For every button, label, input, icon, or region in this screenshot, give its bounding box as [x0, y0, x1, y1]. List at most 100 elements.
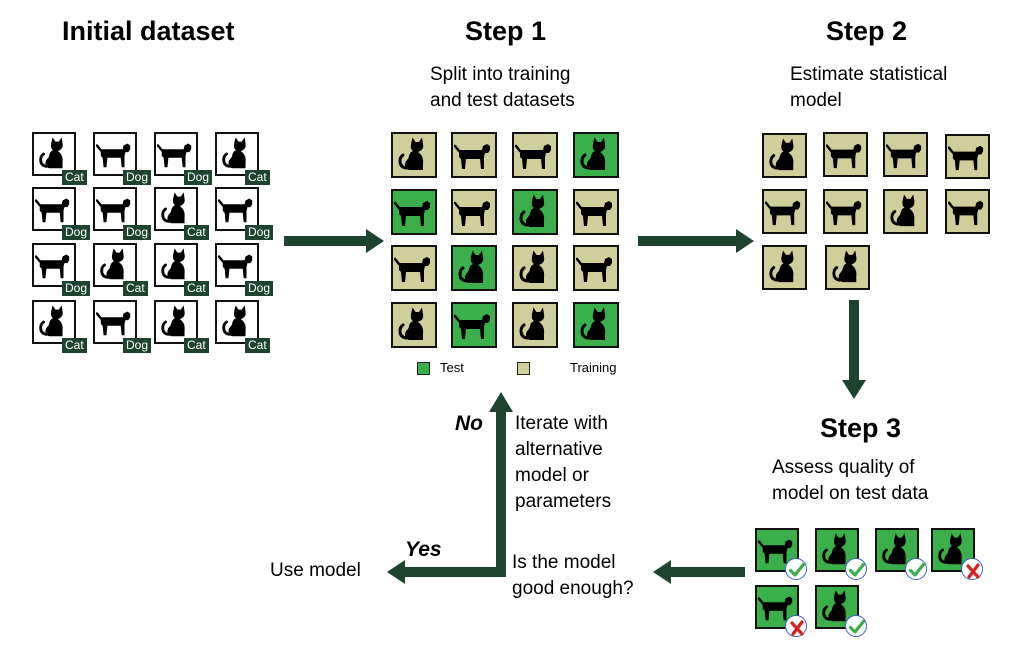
dog-icon [454, 144, 490, 169]
dog-icon [218, 198, 253, 223]
training-item [512, 245, 558, 291]
cat-icon [519, 250, 545, 283]
dataset-item [93, 300, 137, 344]
dataset-item-label: Cat [62, 170, 87, 185]
test-item [391, 189, 437, 235]
test-result-item [815, 528, 859, 572]
dataset-item-label: Cat [123, 281, 148, 296]
dog-icon [886, 143, 922, 169]
cross-icon [966, 563, 980, 579]
training-item [451, 132, 497, 178]
cat-icon [458, 250, 484, 283]
cat-icon [39, 305, 63, 337]
arrow-to-step2-head [736, 229, 754, 253]
test-result-item [931, 528, 975, 572]
training-item [573, 189, 619, 235]
step1-description: Split into training and test datasets [430, 62, 575, 114]
check-icon [848, 562, 866, 577]
dog-icon [35, 198, 70, 223]
dog-icon [394, 201, 430, 226]
dataset-item [154, 300, 198, 344]
yes-label: Yes [405, 538, 442, 561]
cat-icon [222, 305, 246, 337]
dog-icon [394, 257, 430, 282]
incorrect-badge [785, 615, 807, 637]
cat-icon [832, 250, 857, 283]
legend-test-label: Test [440, 360, 464, 375]
dataset-item-label: Dog [62, 225, 91, 240]
training-item [391, 132, 437, 178]
training-item [762, 245, 807, 290]
dataset-item-label: Dog [62, 281, 91, 296]
training-item [573, 245, 619, 291]
dataset-item-label: Cat [245, 170, 270, 185]
test-result-item [755, 528, 799, 572]
dog-icon [826, 143, 862, 169]
dog-icon [576, 257, 612, 282]
dataset-item [215, 300, 259, 344]
dataset-item [215, 132, 259, 176]
dog-icon [765, 200, 801, 226]
correct-badge [785, 558, 807, 580]
cat-icon [580, 137, 606, 170]
arrow-no-iterate [496, 410, 506, 577]
dataset-item [32, 132, 76, 176]
cat-icon [822, 590, 846, 622]
no-label: No [455, 412, 483, 435]
training-item [945, 189, 990, 234]
cat-icon [769, 250, 794, 283]
legend-training-swatch [517, 362, 530, 375]
cat-icon [222, 137, 246, 169]
dataset-item [215, 187, 259, 231]
iterate-text: Iterate with alternative model or parame… [515, 411, 611, 515]
cat-icon [769, 138, 794, 171]
dataset-item-label: Cat [184, 225, 209, 240]
dog-icon [218, 254, 253, 279]
dataset-item [215, 243, 259, 287]
training-item [825, 245, 870, 290]
correct-badge [845, 558, 867, 580]
step3-description: Assess quality of model on test data [772, 455, 928, 507]
correct-badge [845, 615, 867, 637]
cat-icon [890, 194, 915, 227]
cat-icon [938, 533, 962, 565]
training-item [762, 133, 807, 178]
arrow-to-step1 [284, 236, 368, 246]
dataset-item [93, 243, 137, 287]
dataset-item [32, 300, 76, 344]
dog-icon [826, 200, 862, 226]
training-item [451, 189, 497, 235]
cat-icon [519, 194, 545, 227]
check-icon [848, 619, 866, 634]
step2-description-line: model [790, 90, 842, 111]
check-icon [908, 562, 926, 577]
training-item [391, 245, 437, 291]
dataset-item-label: Dog [123, 225, 152, 240]
dataset-item-label: Cat [184, 281, 209, 296]
step3-description-line: Assess quality of [772, 457, 915, 478]
step1-description-line: and test datasets [430, 90, 575, 111]
training-item [945, 134, 990, 179]
dataset-item-label: Dog [123, 338, 152, 353]
iterate-text-line: model or [515, 465, 589, 486]
initial-dataset-heading: Initial dataset [62, 16, 235, 46]
arrow-no-iterate-head [489, 392, 513, 412]
arrow-to-step3-head [842, 380, 866, 399]
step2-heading: Step 2 [826, 16, 908, 46]
dataset-item-label: Cat [184, 338, 209, 353]
dataset-item-label: Dog [184, 170, 213, 185]
test-item [573, 132, 619, 178]
dog-icon [96, 143, 131, 168]
training-item [391, 302, 437, 348]
cat-icon [398, 307, 424, 340]
check-icon [788, 562, 806, 577]
arrow-to-step1-head [366, 229, 384, 253]
question-text: Is the model good enough? [512, 550, 634, 602]
training-item [512, 302, 558, 348]
dataset-item [154, 243, 198, 287]
step3-heading: Step 3 [820, 413, 902, 443]
dataset-item [32, 187, 76, 231]
arrow-to-step2 [638, 236, 738, 246]
cat-icon [161, 305, 185, 337]
